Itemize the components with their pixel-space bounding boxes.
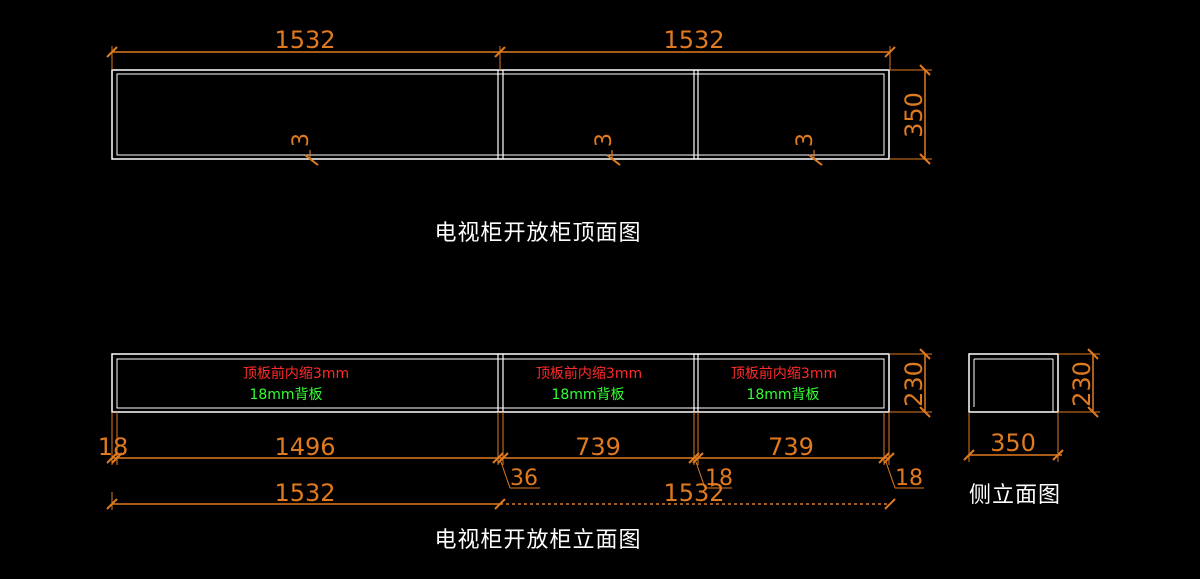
leader-36	[500, 461, 511, 489]
side-width-dim: 350	[990, 429, 1036, 457]
dim-tick	[884, 498, 896, 510]
inner-width-dim-1: 1496	[274, 433, 335, 461]
svg-text:3: 3	[289, 133, 314, 147]
dim-tick	[494, 498, 506, 510]
front-view-outline	[111, 353, 890, 413]
inset-dim-1: 3	[289, 133, 319, 166]
dim-tick	[878, 452, 890, 464]
svg-text:3: 3	[592, 133, 617, 147]
compartment-3-note: 顶板前内缩3mm	[731, 365, 837, 382]
top-depth-dim: 350	[900, 92, 928, 138]
top-width-dim-2: 1532	[663, 26, 724, 54]
side-view-outline	[968, 353, 1059, 413]
inset-dim-2: 3	[592, 133, 621, 166]
inset-dim-3: 3	[793, 133, 823, 166]
dim-tick	[919, 64, 931, 76]
dim-tick	[492, 452, 504, 464]
board-dim-left: 18	[98, 433, 129, 461]
inner-width-dim-3: 739	[768, 433, 814, 461]
leader-18-right	[885, 461, 896, 489]
side-height-dim: 230	[1068, 361, 1096, 407]
dim-tick	[884, 46, 896, 58]
svg-text:3: 3	[793, 133, 818, 147]
compartment-1-note: 顶板前内缩3mm	[243, 365, 349, 382]
dim-tick	[111, 452, 123, 464]
dim-tick	[692, 452, 704, 464]
top-width-dim-1: 1532	[274, 26, 335, 54]
overall-dim-1: 1532	[274, 479, 335, 507]
compartment-2-back: 18mm背板	[551, 387, 624, 403]
overall-dim-2: 1532	[663, 479, 724, 507]
top-view-outline	[111, 69, 890, 160]
compartment-1-back: 18mm背板	[249, 387, 322, 403]
dim-tick	[1087, 348, 1099, 360]
compartment-2-note: 顶板前内缩3mm	[536, 365, 642, 382]
board-dim-middle-1: 36	[510, 466, 538, 491]
side-view-title: 侧立面图	[969, 483, 1061, 508]
dim-tick	[497, 452, 509, 464]
dim-tick	[919, 153, 931, 165]
dim-tick	[106, 46, 118, 58]
dim-tick	[919, 348, 931, 360]
front-view: 顶板前内缩3mm 18mm背板 顶板前内缩3mm 18mm背板 顶板前内缩3mm…	[98, 348, 932, 553]
board-dim-middle-2: 18	[705, 466, 733, 491]
inner-width-dim-2: 739	[575, 433, 621, 461]
leader-18	[695, 461, 706, 489]
dim-tick	[494, 46, 506, 58]
front-view-inner-outline	[116, 358, 885, 409]
dim-tick	[688, 452, 700, 464]
compartment-3-back: 18mm背板	[746, 387, 819, 403]
dim-tick	[883, 452, 895, 464]
dim-tick	[106, 452, 118, 464]
dim-tick	[963, 449, 975, 461]
dim-tick	[919, 406, 931, 418]
top-view-inner-outline	[116, 73, 885, 156]
front-height-dim: 230	[900, 361, 928, 407]
dim-tick	[1052, 449, 1064, 461]
dim-tick	[106, 498, 118, 510]
top-view-title: 电视柜开放柜顶面图	[434, 221, 641, 246]
front-view-title: 电视柜开放柜立面图	[434, 528, 641, 553]
side-view: 230 350 侧立面图	[963, 348, 1100, 508]
dim-tick	[1087, 406, 1099, 418]
board-dim-right: 18	[895, 466, 923, 491]
top-view: 1532 1532 350 3 3 3 电视柜开放柜顶面图	[106, 26, 932, 246]
